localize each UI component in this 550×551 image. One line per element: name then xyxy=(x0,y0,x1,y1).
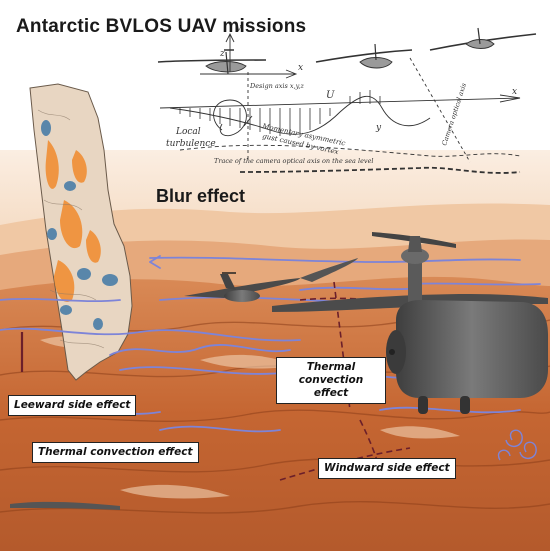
page-title: Antarctic BVLOS UAV missions xyxy=(16,16,307,37)
sketch-diagram xyxy=(157,27,537,174)
sketch-label-u: U xyxy=(326,90,335,101)
sketch-axis-y: y xyxy=(235,23,242,33)
sketch-axis-z: z xyxy=(219,49,225,59)
blur-effect-label: Blur effect xyxy=(156,186,246,206)
uav-bottom-silhouette xyxy=(10,501,120,510)
wind-curls xyxy=(497,429,537,461)
callout-thermal-convection-lower: Thermal convection effect xyxy=(32,442,199,463)
sketch-local-turbulence-1: Local xyxy=(175,127,201,137)
sketch-trace: Trace of the camera optical axis on the … xyxy=(214,157,374,165)
callout-leeward-side-effect: Leeward side effect xyxy=(8,395,137,416)
sketch-axis-x2: x xyxy=(512,87,517,97)
sketch-axis-x: x xyxy=(298,63,303,73)
uav-large xyxy=(272,232,548,414)
callout-thermal-convection-upper: Thermal convection effect xyxy=(276,357,386,404)
uav-small xyxy=(184,258,358,302)
sketch-design-axis: Design axis x,y,z xyxy=(249,82,305,90)
sketch-local-turbulence-2: turbulence xyxy=(166,139,216,149)
sketch-axis-y2: y xyxy=(375,123,382,133)
callout-windward-side-effect: Windward side effect xyxy=(318,458,456,479)
antarctic-map xyxy=(29,83,133,381)
sketch-camera-axis: Camera optical axis xyxy=(440,81,468,146)
